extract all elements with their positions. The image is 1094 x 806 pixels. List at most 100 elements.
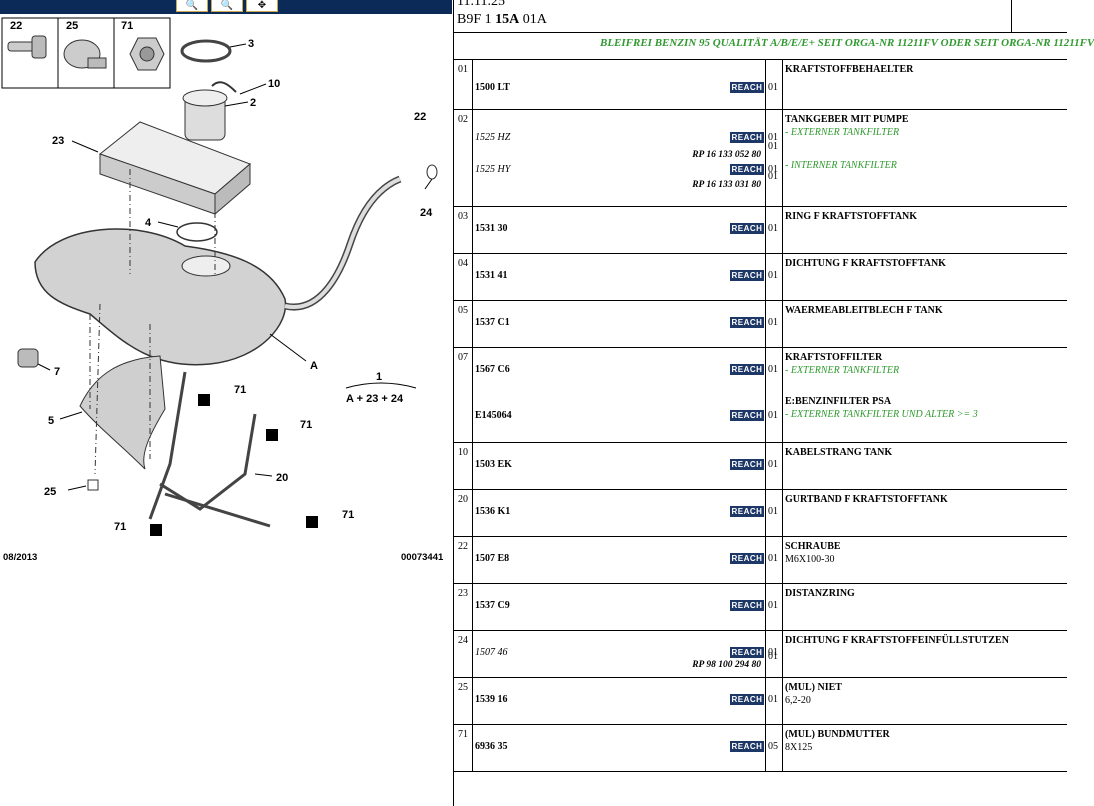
nut-markers-71 xyxy=(150,394,318,536)
part-number[interactable]: 1525 HZ xyxy=(475,132,511,143)
callout-22: 22 xyxy=(10,20,22,32)
qty-cell: 01 xyxy=(766,584,783,630)
pos-cell: 04 xyxy=(454,254,473,300)
replacement-quantity: 01 xyxy=(768,171,778,182)
reach-badge[interactable]: REACH xyxy=(730,506,764,517)
grommet-part-7 xyxy=(17,348,39,368)
description-cell: KRAFTSTOFFBEHAELTER xyxy=(783,60,1067,109)
part-number[interactable]: 1537 C9 xyxy=(475,600,510,611)
diagram-date: 08/2013 xyxy=(3,552,37,563)
quantity: 01 xyxy=(768,694,778,705)
reach-badge[interactable]: REACH xyxy=(730,82,764,93)
reach-badge[interactable]: REACH xyxy=(730,164,764,175)
reach-badge[interactable]: REACH xyxy=(730,132,764,143)
assembly-legend-formula: A + 23 + 24 xyxy=(346,393,404,405)
replacement-part-number[interactable]: RP 16 133 031 80 xyxy=(692,180,761,190)
callout-71e: 71 xyxy=(342,509,354,521)
part-number[interactable]: E145064 xyxy=(475,410,512,421)
part-number-cell: 1531 41 REACH xyxy=(473,254,766,300)
quantity: 01 xyxy=(768,164,778,175)
qty-cell: 01 xyxy=(766,443,783,489)
part-number[interactable]: 1507 E8 xyxy=(475,553,510,564)
pos-cell: 01 xyxy=(454,60,473,109)
zoom-pan-icon[interactable]: ✥ xyxy=(246,0,278,12)
reach-badge[interactable]: REACH xyxy=(730,600,764,611)
part-number[interactable]: 1503 EK xyxy=(475,459,512,470)
reach-badge[interactable]: REACH xyxy=(730,364,764,375)
reach-badge[interactable]: REACH xyxy=(730,694,764,705)
description-cell: KABELSTRANG TANK xyxy=(783,443,1067,489)
reach-badge[interactable]: REACH xyxy=(730,410,764,421)
description-cell: DICHTUNG F KRAFTSTOFFEINFÜLLSTUTZEN xyxy=(783,631,1067,677)
zoom-out-icon[interactable]: 🔍 xyxy=(211,0,243,12)
part-number[interactable]: 1567 C6 xyxy=(475,364,510,375)
position-number: 20 xyxy=(458,494,468,505)
quantity: 01 xyxy=(768,506,778,517)
callout-24: 24 xyxy=(420,207,433,219)
qty-cell: 01 xyxy=(766,537,783,583)
reach-badge[interactable]: REACH xyxy=(730,553,764,564)
part-number[interactable]: 1536 K1 xyxy=(475,506,511,517)
part-number-cell: 1507 E8 REACH xyxy=(473,537,766,583)
position-number: 22 xyxy=(458,541,468,552)
reach-badge[interactable]: REACH xyxy=(730,223,764,234)
pos-cell: 25 xyxy=(454,678,473,724)
pos-cell: 22 xyxy=(454,537,473,583)
part-number[interactable]: 6936 35 xyxy=(475,741,508,752)
part-number[interactable]: 1531 30 xyxy=(475,223,508,234)
part-description: (MUL) BUNDMUTTER xyxy=(785,729,890,740)
part-number-cell: 1525 HZ REACH RP 16 133 052 80 1525 HY REACH… xyxy=(473,110,766,206)
replacement-quantity: 01 xyxy=(768,141,778,152)
qty-cell: 05 xyxy=(766,725,783,771)
parts-diagram[interactable]: 22 25 71 3 10 2 23 22 24 4 7 A 5 71 71 2… xyxy=(0,14,452,584)
part-number-cell: 1539 16 REACH xyxy=(473,678,766,724)
pos-cell: 23 xyxy=(454,584,473,630)
part-number[interactable]: 1507 46 xyxy=(475,647,508,658)
part-number[interactable]: 1537 C1 xyxy=(475,317,510,328)
pos-cell: 20 xyxy=(454,490,473,536)
replacement-part-number[interactable]: RP 98 100 294 80 xyxy=(692,660,761,670)
part-number[interactable]: 1531 41 xyxy=(475,270,508,281)
part-number[interactable]: 1525 HY xyxy=(475,164,511,175)
rivet-icon xyxy=(63,39,107,69)
reach-badge[interactable]: REACH xyxy=(730,741,764,752)
pos-cell: 05 xyxy=(454,301,473,347)
part-number-cell: 1537 C9 REACH xyxy=(473,584,766,630)
quantity: 01 xyxy=(768,410,778,421)
zoom-in-icon[interactable]: 🔍 xyxy=(176,0,208,12)
callout-4: 4 xyxy=(145,217,152,229)
part-number-cell: 1531 30 REACH xyxy=(473,207,766,253)
position-number: 25 xyxy=(458,682,468,693)
part-number-cell: 1503 EK REACH xyxy=(473,443,766,489)
replacement-part-number[interactable]: RP 16 133 052 80 xyxy=(692,150,761,160)
part-number[interactable]: 1500 LT xyxy=(475,82,510,93)
reach-badge[interactable]: REACH xyxy=(730,459,764,470)
reach-badge[interactable]: REACH xyxy=(730,647,764,658)
reach-badge[interactable]: REACH xyxy=(730,270,764,281)
position-number: 24 xyxy=(458,635,468,646)
reach-badge[interactable]: REACH xyxy=(730,317,764,328)
fuel-pump-part-2 xyxy=(182,81,237,141)
part-number[interactable]: 1539 16 xyxy=(475,694,508,705)
callout-5: 5 xyxy=(48,415,54,427)
callout-25b: 25 xyxy=(44,486,56,498)
qty-cell: 01 xyxy=(766,490,783,536)
pos-cell: 24 xyxy=(454,631,473,677)
